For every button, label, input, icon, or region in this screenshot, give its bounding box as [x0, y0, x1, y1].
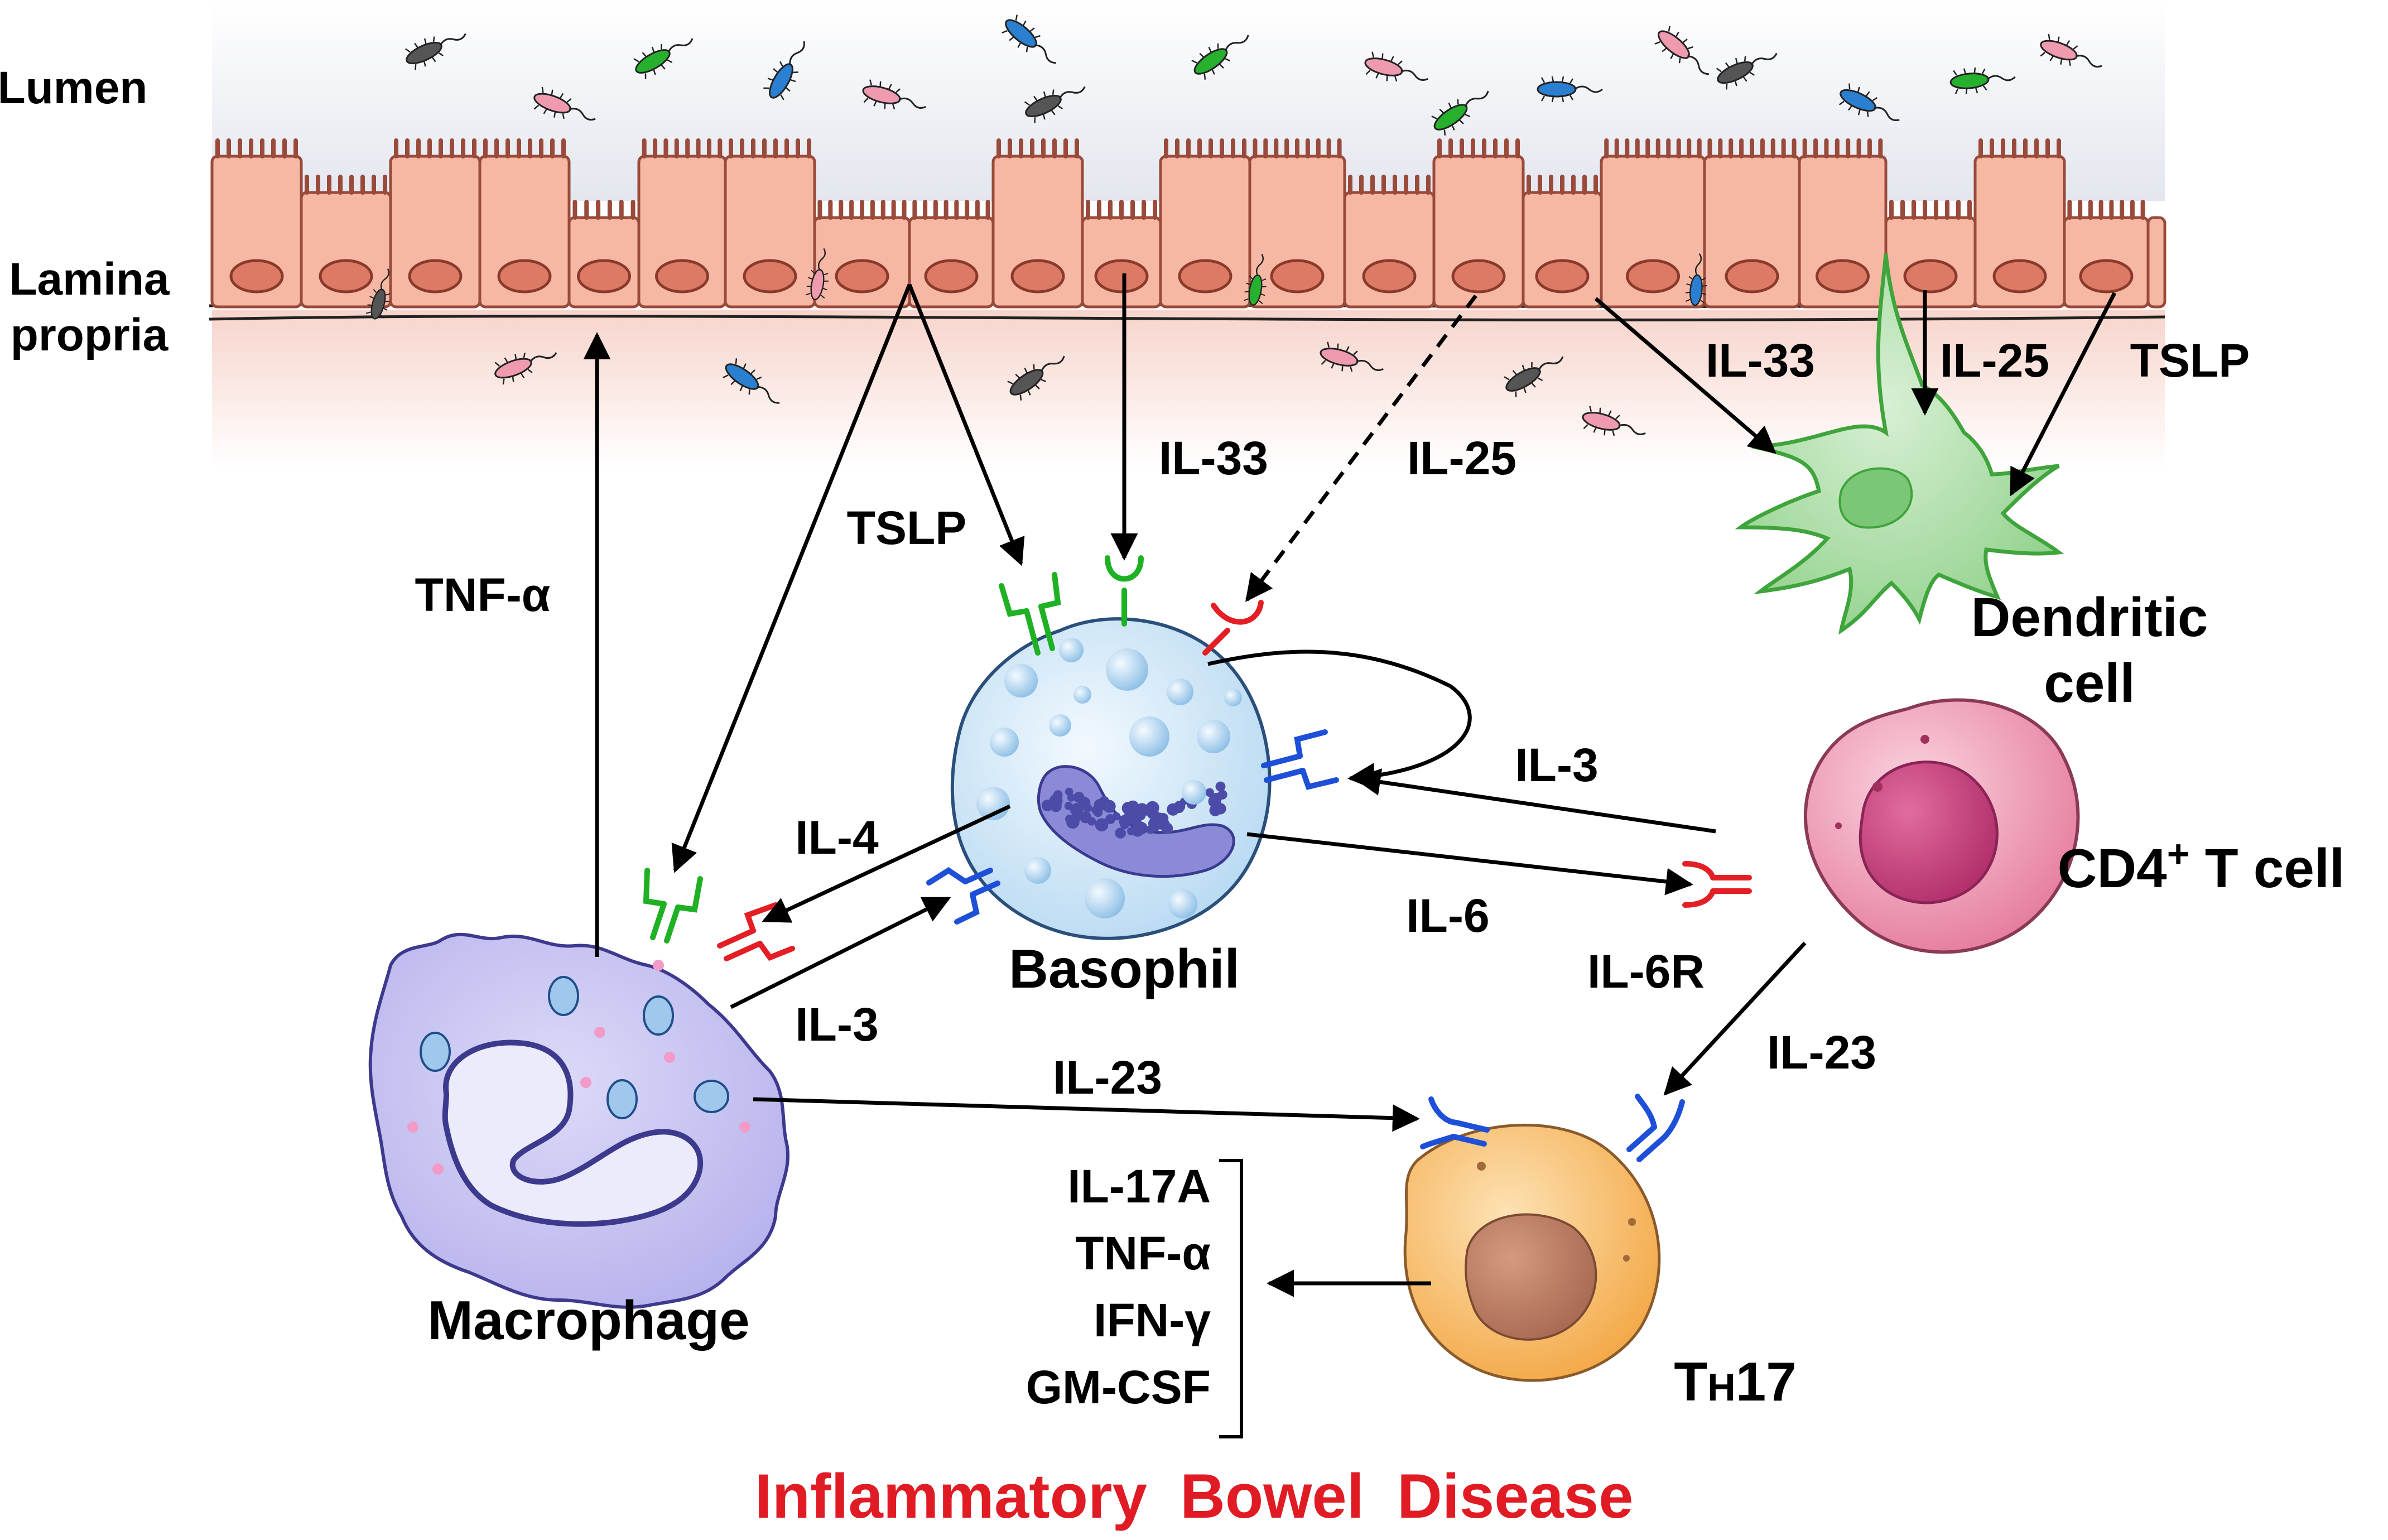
- th17-nucleus: [1465, 1213, 1597, 1341]
- il4-arrow: [762, 804, 1011, 923]
- th17-product-tnf-alpha: TNF-α: [1075, 1227, 1211, 1279]
- th17-label: TH17: [1674, 1351, 1796, 1412]
- il33-arrow-to-dendritic: [1594, 297, 1776, 454]
- lumen-label: Lumen: [0, 62, 147, 113]
- th17-products-bracket: [1219, 1159, 1243, 1438]
- il3-autocrine-arrow: [1207, 649, 1472, 791]
- tslp-arrow-to-dendritic: [2009, 292, 2117, 497]
- th17-product-ifn-gamma: IFN-γ: [1094, 1294, 1211, 1346]
- il25-label-center: IL-25: [1407, 432, 1516, 484]
- il6-receptor-cd4: [1682, 861, 1752, 908]
- intestinal-epithelium: [210, 138, 2166, 309]
- il33-label-right: IL-33: [1706, 334, 1815, 387]
- il3-arrow-from-macrophage: [730, 896, 951, 1009]
- il4-label: IL-4: [795, 811, 879, 864]
- il23-label-left: IL-23: [1053, 1051, 1162, 1104]
- il3-receptor-basophil-right: [1261, 729, 1339, 790]
- il25-arrow-to-basophil: [1245, 294, 1477, 602]
- macrophage: [368, 932, 789, 1309]
- il25-receptor-basophil: [1202, 600, 1264, 656]
- il33-label-center: IL-33: [1159, 432, 1268, 484]
- figure-title: Inflammatory Bowel Disease: [755, 1461, 1634, 1531]
- il3-label-upper: IL-3: [1515, 739, 1598, 791]
- il6r-label: IL-6R: [1587, 945, 1705, 998]
- dendritic-cell-label-line2: cell: [2044, 652, 2135, 714]
- il23-arrow-from-cd4: [1663, 941, 1807, 1096]
- lamina-propria-label-line1: Lamina: [9, 254, 170, 305]
- il23-receptor-th17-right: [1626, 1094, 1685, 1162]
- il3-arrow-from-cd4: [1353, 768, 1716, 834]
- dendritic-nucleus: [1838, 467, 1913, 529]
- basophil-nucleus: [1037, 765, 1235, 878]
- tslp-arrow-to-macrophage: [671, 283, 912, 873]
- il3-label-lower: IL-3: [795, 998, 878, 1051]
- tnf-alpha-label: TNF-α: [415, 569, 551, 621]
- cd4-nucleus: [1859, 761, 1999, 904]
- basophil-label: Basophil: [1009, 938, 1240, 999]
- il23-arrow-from-macrophage: [753, 1097, 1420, 1132]
- il23-label-right: IL-23: [1767, 1026, 1876, 1079]
- tslp-receptor-macrophage: [643, 868, 703, 944]
- il23-receptor-th17-left: [1420, 1096, 1490, 1149]
- tslp-label-left: TSLP: [847, 502, 967, 554]
- lamina-propria-label-line2: propria: [11, 310, 169, 360]
- il33-receptor-basophil: [1105, 555, 1144, 627]
- il3-receptor-basophil-left: [926, 867, 1000, 925]
- dendritic-cell-label-line1: Dendritic: [1971, 586, 2208, 648]
- tslp-arrow-to-basophil: [907, 283, 1025, 566]
- cd4-t-cell-label: CD4+ T cell: [2058, 832, 2345, 899]
- il6-label: IL-6: [1406, 889, 1489, 942]
- macrophage-nucleus: [442, 1040, 704, 1227]
- il6-arrow: [1246, 832, 1693, 896]
- tslp-receptor-basophil: [999, 572, 1061, 656]
- il25-label-right: IL-25: [1940, 334, 2049, 387]
- th17-cell: [1403, 1124, 1661, 1382]
- macrophage-label: Macrophage: [427, 1289, 749, 1351]
- th17-product-il17a: IL-17A: [1067, 1160, 1211, 1212]
- dendritic-cell: [1735, 253, 2064, 635]
- tslp-label-right: TSLP: [2130, 334, 2250, 387]
- th17-product-gm-csf: GM-CSF: [1026, 1361, 1211, 1413]
- signal-arrows: [583, 273, 2117, 1297]
- cd4-t-cell: [1803, 698, 2080, 954]
- basophil: [950, 617, 1272, 940]
